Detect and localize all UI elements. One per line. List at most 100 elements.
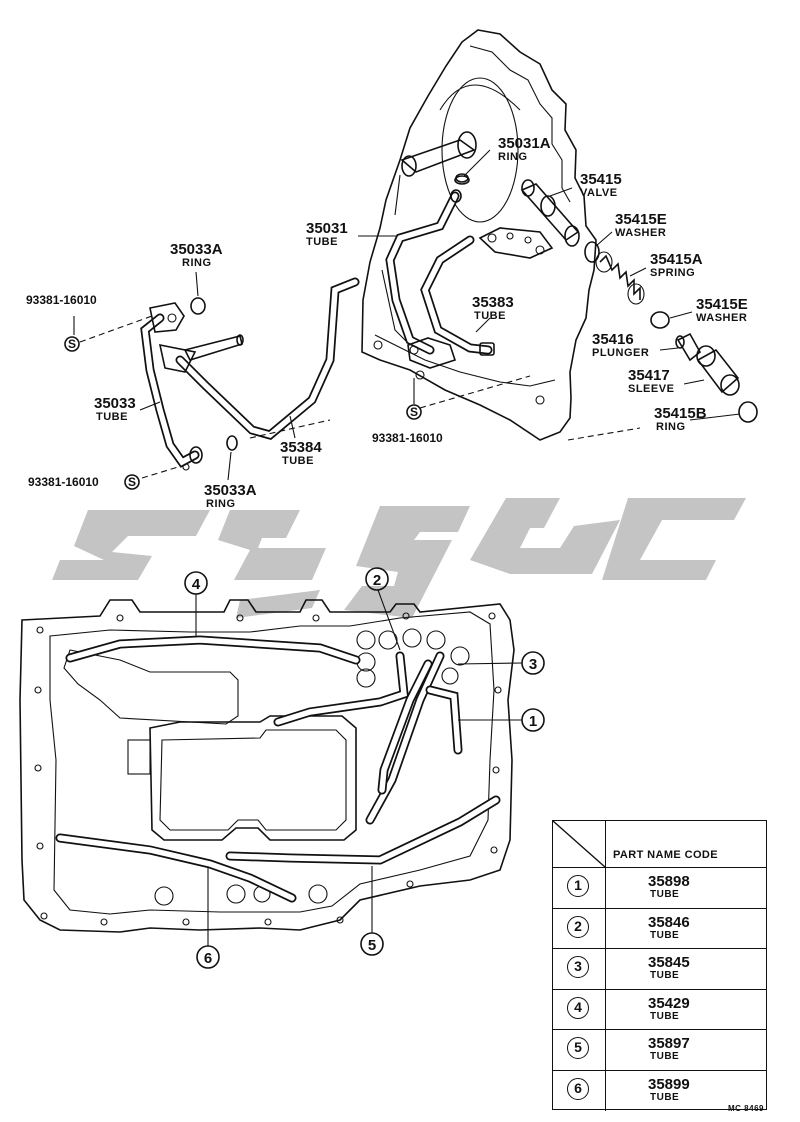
- callout-6: 6: [204, 950, 212, 967]
- row-number: 1: [567, 875, 589, 897]
- label-35416-name: PLUNGER: [592, 347, 649, 359]
- callout-5: 5: [368, 937, 376, 954]
- table-row: 6 35899 TUBE: [553, 1070, 766, 1111]
- label-bolt-2: 93381-16010: [28, 475, 99, 489]
- table-header: PART NAME CODE: [553, 821, 766, 868]
- label-35415-code: 35415: [580, 171, 622, 188]
- label-35033a-2-code: 35033A: [204, 482, 257, 499]
- label-35033a-1-code: 35033A: [170, 241, 223, 258]
- callout-1-circle: [521, 708, 545, 732]
- tube-35031: [385, 189, 462, 355]
- ring-35033a-upper: [190, 297, 206, 315]
- label-35415-name: VALVE: [580, 187, 618, 199]
- label-35415e-1-name: WASHER: [615, 227, 666, 239]
- callout-5-circle: [360, 932, 384, 956]
- row-name: TUBE: [650, 929, 680, 941]
- valve-35415: [520, 179, 580, 247]
- washer-35415e-1: [584, 241, 600, 263]
- callout-2: 2: [373, 572, 381, 589]
- label-35415a-name: SPRING: [650, 267, 695, 279]
- label-35415e-2-code: 35415E: [696, 296, 748, 313]
- label-35384-name: TUBE: [282, 455, 314, 467]
- s-mark-3: S: [410, 405, 418, 419]
- label-35417-name: SLEEVE: [628, 383, 674, 395]
- label-35031a-name: RING: [498, 151, 528, 163]
- tube-35033: [140, 302, 244, 471]
- label-bolt-1: 93381-16010: [26, 293, 97, 307]
- transmission-housing: [361, 29, 597, 441]
- mount-bracket: [407, 337, 457, 369]
- callout-4: 4: [192, 576, 201, 593]
- label-35415a-code: 35415A: [650, 251, 703, 268]
- label-35383-code: 35383: [472, 294, 514, 311]
- label-35033a-1-name: RING: [182, 257, 212, 269]
- shaft: [400, 131, 477, 185]
- ring-35033a-lower: [226, 435, 238, 451]
- label-35384-code: 35384: [280, 439, 322, 456]
- tube-35384: [175, 277, 360, 440]
- row-name: TUBE: [650, 970, 680, 982]
- row-code: 35897: [648, 1035, 690, 1053]
- row-number: 2: [567, 915, 589, 938]
- leader-lines: [73, 149, 741, 481]
- s-marks: S S S: [64, 336, 422, 490]
- row-number: 4: [567, 996, 589, 1019]
- row-name: TUBE: [650, 1010, 680, 1022]
- ring-35415b: [738, 401, 758, 423]
- table-row: 5 35897 TUBE: [553, 1029, 766, 1071]
- label-35031a-code: 35031A: [498, 135, 551, 152]
- row-number: 6: [567, 1078, 589, 1100]
- callout-3: 3: [529, 656, 537, 673]
- label-35383-name: TUBE: [474, 310, 506, 322]
- upper-labels: 35031A RING 35415 VALVE 35415E WASHER 35…: [26, 135, 748, 510]
- ring-35031a: [455, 173, 469, 183]
- label-35031-name: TUBE: [306, 236, 338, 248]
- spring-35415a: [595, 251, 645, 305]
- lower-tubes: [55, 635, 501, 903]
- row-number: 5: [567, 1037, 589, 1060]
- table-row: 1 35898 TUBE: [553, 867, 766, 909]
- tube-35383: [420, 235, 495, 356]
- sleeve-35417: [696, 345, 740, 396]
- callout-6-circle: [196, 945, 220, 969]
- label-35415b-code: 35415B: [654, 405, 707, 422]
- table-row: 3 35845 TUBE: [553, 948, 766, 990]
- row-code: 35846: [648, 913, 690, 931]
- s-mark-2: S: [128, 475, 136, 489]
- s-mark-1: S: [68, 337, 76, 351]
- label-35415e-1-code: 35415E: [615, 211, 667, 228]
- label-35033a-2-name: RING: [206, 498, 236, 510]
- watermark-logo: [52, 498, 746, 618]
- row-code: 35845: [648, 954, 690, 972]
- label-bolt-3: 93381-16010: [372, 431, 443, 445]
- callout-2-circle: [365, 567, 389, 591]
- row-code: 35429: [648, 994, 690, 1012]
- washer-35415e-2: [650, 311, 670, 329]
- table-header-label: PART NAME CODE: [613, 849, 719, 861]
- table-corner: [553, 821, 606, 867]
- corner-diagonal: [553, 821, 605, 867]
- part-code-table: PART NAME CODE 1 35898 TUBE 2 35846 TUBE…: [552, 820, 767, 1111]
- table-row: 4 35429 TUBE: [553, 988, 766, 1031]
- label-35417-code: 35417: [628, 367, 670, 384]
- callout-3-circle: [521, 651, 545, 675]
- table-row: 2 35846 TUBE: [553, 907, 766, 950]
- callouts: 4 2 3 1 5 6: [184, 567, 545, 969]
- label-35415b-name: RING: [656, 421, 686, 433]
- row-number: 3: [567, 956, 589, 979]
- plunger-35416: [675, 332, 702, 362]
- row-name: TUBE: [650, 1051, 680, 1063]
- row-name: TUBE: [650, 1092, 680, 1103]
- row-code: 35898: [648, 873, 690, 890]
- label-35033-name: TUBE: [96, 411, 128, 423]
- drawing-code: MC 8469: [728, 1104, 764, 1113]
- callout-4-circle: [184, 571, 208, 595]
- callout-1: 1: [529, 713, 537, 730]
- label-35033-code: 35033: [94, 395, 136, 412]
- label-35415e-2-name: WASHER: [696, 312, 747, 324]
- row-name: TUBE: [650, 889, 680, 900]
- valve-body: [478, 227, 554, 259]
- row-code: 35899: [648, 1076, 690, 1093]
- label-35416-code: 35416: [592, 331, 634, 348]
